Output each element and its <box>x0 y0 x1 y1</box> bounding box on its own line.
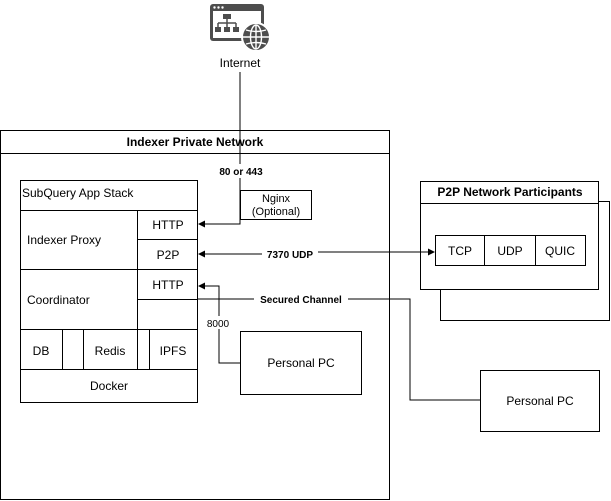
p2p-label: P2P <box>157 248 180 262</box>
indexer-proxy-label: Indexer Proxy <box>27 233 101 247</box>
internet-to-http-arrowhead <box>198 220 205 228</box>
udp-label: UDP <box>497 244 522 258</box>
tcp-box <box>435 235 485 266</box>
personal-pc-outer-label: Personal PC <box>506 394 574 408</box>
edge-label-secured-channel: Secured Channel <box>260 295 342 306</box>
private-network-title: Indexer Private Network <box>127 135 264 149</box>
internet-to-http-edge <box>203 72 241 225</box>
coordinator-label: Coordinator <box>27 293 90 307</box>
http-port-box-1 <box>137 210 198 240</box>
edge-label-7370-udp: 7370 UDP <box>267 250 313 261</box>
http-port-box-2 <box>137 269 198 300</box>
p2p-participants-title: P2P Network Participants <box>437 185 582 199</box>
personal-pc-outer-box <box>480 370 600 432</box>
edge-label-8000: 8000 <box>207 319 230 330</box>
p2p-edge-left-arrowhead <box>198 250 205 258</box>
internet-label: Internet <box>220 56 261 70</box>
quic-label: QUIC <box>545 244 575 258</box>
redis-label: Redis <box>95 344 126 358</box>
personal-pc-to-http-arrowhead <box>198 282 205 290</box>
personal-pc-inner-box <box>240 331 362 395</box>
udp-box <box>484 235 536 266</box>
p2p-edge-right-arrowhead <box>428 248 435 256</box>
stack-spacer-box-2 <box>137 329 150 370</box>
nginx-label: Nginx <box>262 193 291 205</box>
db-label: DB <box>33 344 50 358</box>
app-stack-title: SubQuery App Stack <box>22 186 134 200</box>
http-label-1: HTTP <box>152 218 183 232</box>
coordinator-box <box>20 269 138 330</box>
docker-label: Docker <box>90 379 128 393</box>
quic-box <box>535 235 586 266</box>
web-browser-globe-icon <box>210 4 271 52</box>
docker-box <box>20 369 198 403</box>
stack-spacer-box <box>62 329 84 370</box>
coordinator-empty-slot <box>137 299 198 330</box>
nginx-box <box>240 190 312 220</box>
nginx-optional-label: (Optional) <box>252 206 300 218</box>
tcp-label: TCP <box>448 244 472 258</box>
http-label-2: HTTP <box>152 278 183 292</box>
personal-pc-inner-label: Personal PC <box>267 356 335 370</box>
ipfs-label: IPFS <box>160 344 187 358</box>
edge-label-80-or-443: 80 or 443 <box>219 167 263 178</box>
